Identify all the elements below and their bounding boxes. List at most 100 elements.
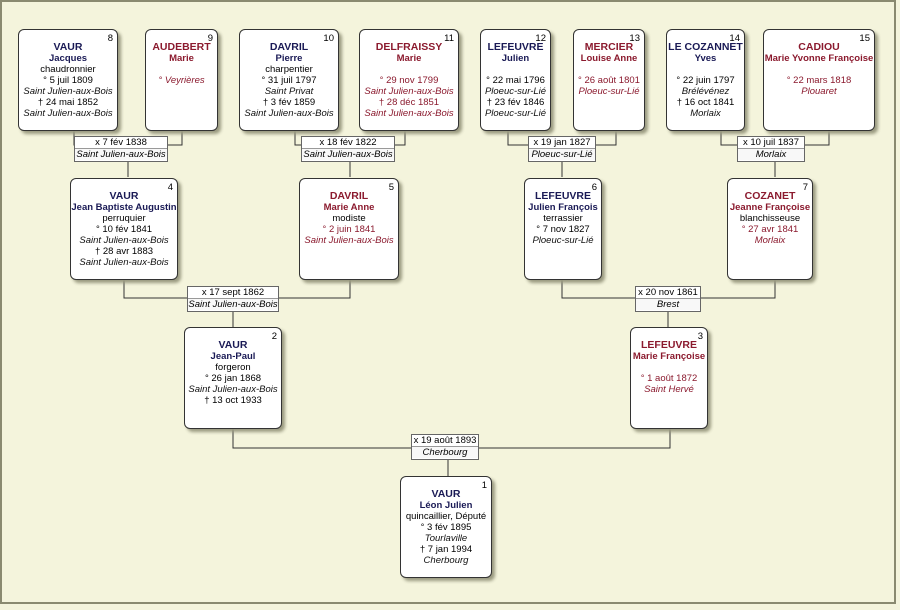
surname: LEFEUVRE bbox=[534, 190, 591, 202]
surname: MERCIER bbox=[584, 41, 634, 53]
occupation: perruquier bbox=[102, 213, 146, 224]
birth-date: ° 22 mai 1796 bbox=[486, 75, 545, 86]
occupation: blanchisseuse bbox=[739, 213, 801, 224]
birth-place: Saint Julien-aux-Bois bbox=[79, 235, 169, 246]
surname: COZANET bbox=[744, 190, 796, 202]
death-date: † 3 fév 1859 bbox=[262, 97, 316, 108]
birth-date: ° 1 août 1872 bbox=[640, 373, 698, 384]
given-name: Léon Julien bbox=[419, 500, 473, 511]
given-name: Jeanne Françoise bbox=[729, 202, 811, 213]
sosa-number: 3 bbox=[697, 331, 703, 342]
marriage-place: Brest bbox=[636, 298, 700, 310]
death-place: Morlaix bbox=[690, 108, 721, 119]
birth-date: ° 2 juin 1841 bbox=[322, 224, 376, 235]
surname: VAUR bbox=[53, 41, 83, 53]
sosa-number: 13 bbox=[629, 33, 640, 44]
given-name: Marie Yvonne Françoise bbox=[764, 53, 874, 64]
death-place: Saint Julien-aux-Bois bbox=[23, 108, 113, 119]
marriage-place: Saint Julien-aux-Bois bbox=[75, 148, 167, 160]
person-box-11[interactable]: 11 DELFRAISSY Marie ° 29 nov 1799 Saint … bbox=[359, 29, 459, 131]
birth-place: Saint Julien-aux-Bois bbox=[188, 384, 278, 395]
surname: DAVRIL bbox=[329, 190, 369, 202]
given-name: Louise Anne bbox=[580, 53, 638, 64]
death-date: † 7 jan 1994 bbox=[419, 544, 473, 555]
given-name: Pierre bbox=[275, 53, 303, 64]
birth-date: ° 27 avr 1841 bbox=[741, 224, 799, 235]
person-box-3[interactable]: 3 LEFEUVRE Marie Françoise ° 1 août 1872… bbox=[630, 327, 708, 429]
birth-date: ° 29 nov 1799 bbox=[379, 75, 439, 86]
marriage-place: Morlaix bbox=[738, 148, 804, 160]
birth-place: Ploeuc-sur-Lié bbox=[484, 86, 547, 97]
person-box-4[interactable]: 4 VAUR Jean Baptiste Augustin perruquier… bbox=[70, 178, 178, 280]
sosa-number: 2 bbox=[271, 331, 277, 342]
marriage-box-14-15[interactable]: x 10 juil 1837 Morlaix bbox=[737, 136, 805, 162]
marriage-box-6-7[interactable]: x 20 nov 1861 Brest bbox=[635, 286, 701, 312]
birth-date: ° 31 juil 1797 bbox=[261, 75, 317, 86]
sosa-number: 6 bbox=[591, 182, 597, 193]
surname: VAUR bbox=[109, 190, 139, 202]
birth-place: Plouaret bbox=[801, 86, 837, 97]
birth-place: ° Veyrières bbox=[158, 75, 205, 86]
death-place: Saint Julien-aux-Bois bbox=[364, 108, 454, 119]
marriage-box-10-11[interactable]: x 18 fév 1822 Saint Julien-aux-Bois bbox=[301, 136, 395, 162]
birth-place: Saint Julien-aux-Bois bbox=[23, 86, 113, 97]
surname: DELFRAISSY bbox=[375, 41, 443, 53]
person-box-8[interactable]: 8 VAUR Jacques chaudronnier ° 5 juil 180… bbox=[18, 29, 118, 131]
person-box-7[interactable]: 7 COZANET Jeanne Françoise blanchisseuse… bbox=[727, 178, 813, 280]
death-date: † 13 oct 1933 bbox=[204, 395, 262, 406]
person-box-14[interactable]: 14 LE COZANNET Yves ° 22 juin 1797 Brélé… bbox=[666, 29, 745, 131]
marriage-box-2-3[interactable]: x 19 août 1893 Cherbourg bbox=[411, 434, 479, 460]
birth-date: ° 7 nov 1827 bbox=[536, 224, 590, 235]
marriage-date: x 19 jan 1827 bbox=[533, 137, 591, 148]
person-box-12[interactable]: 12 LEFEUVRE Julien ° 22 mai 1796 Ploeuc-… bbox=[480, 29, 551, 131]
birth-place: Brélévénez bbox=[681, 86, 730, 97]
sosa-number: 14 bbox=[729, 33, 740, 44]
marriage-box-8-9[interactable]: x 7 fév 1838 Saint Julien-aux-Bois bbox=[74, 136, 168, 162]
sosa-number: 5 bbox=[388, 182, 394, 193]
marriage-date: x 19 août 1893 bbox=[413, 435, 477, 446]
person-box-15[interactable]: 15 CADIOU Marie Yvonne Françoise ° 22 ma… bbox=[763, 29, 875, 131]
birth-place: Saint Privat bbox=[264, 86, 314, 97]
death-place: Cherbourg bbox=[423, 555, 469, 566]
marriage-date: x 20 nov 1861 bbox=[638, 287, 698, 298]
occupation: chaudronnier bbox=[40, 64, 96, 75]
birth-date: ° 26 jan 1868 bbox=[204, 373, 262, 384]
sosa-number: 1 bbox=[481, 480, 487, 491]
person-box-6[interactable]: 6 LEFEUVRE Julien François terrassier ° … bbox=[524, 178, 602, 280]
birth-date: ° 26 août 1801 bbox=[578, 75, 640, 86]
surname: VAUR bbox=[218, 339, 248, 351]
given-name: Marie Françoise bbox=[632, 351, 706, 362]
person-box-5[interactable]: 5 DAVRIL Marie Anne modiste ° 2 juin 184… bbox=[299, 178, 399, 280]
sosa-number: 4 bbox=[167, 182, 173, 193]
occupation: modiste bbox=[332, 213, 366, 224]
given-name: Marie bbox=[169, 53, 194, 64]
person-box-2[interactable]: 2 VAUR Jean-Paul forgeron ° 26 jan 1868 … bbox=[184, 327, 282, 429]
birth-place: Saint Julien-aux-Bois bbox=[304, 235, 394, 246]
given-name: Julien bbox=[501, 53, 530, 64]
birth-place: Ploeuc-sur-Lié bbox=[532, 235, 594, 246]
marriage-date: x 18 fév 1822 bbox=[319, 137, 377, 148]
marriage-date: x 10 juil 1837 bbox=[743, 137, 799, 148]
marriage-date: x 17 sept 1862 bbox=[201, 287, 265, 298]
marriage-box-12-13[interactable]: x 19 jan 1827 Ploeuc-sur-Lié bbox=[528, 136, 596, 162]
person-box-13[interactable]: 13 MERCIER Louise Anne ° 26 août 1801 Pl… bbox=[573, 29, 645, 131]
marriage-place: Cherbourg bbox=[412, 446, 478, 458]
person-box-9[interactable]: 9 AUDEBERT Marie ° Veyrières bbox=[145, 29, 218, 131]
birth-date: ° 10 fév 1841 bbox=[95, 224, 153, 235]
surname: CADIOU bbox=[798, 41, 840, 53]
surname: LE COZANNET bbox=[668, 41, 743, 53]
occupation: quincaillier, Député bbox=[405, 511, 487, 522]
person-box-10[interactable]: 10 DAVRIL Pierre charpentier ° 31 juil 1… bbox=[239, 29, 339, 131]
marriage-box-4-5[interactable]: x 17 sept 1862 Saint Julien-aux-Bois bbox=[187, 286, 279, 312]
occupation: forgeron bbox=[215, 362, 251, 373]
given-name: Julien François bbox=[528, 202, 598, 213]
sosa-number: 10 bbox=[323, 33, 334, 44]
birth-place: Tourlaville bbox=[424, 533, 468, 544]
person-box-1[interactable]: 1 VAUR Léon Julien quincaillier, Député … bbox=[400, 476, 492, 578]
given-name: Yves bbox=[694, 53, 717, 64]
birth-date: ° 5 juil 1809 bbox=[43, 75, 93, 86]
sosa-number: 11 bbox=[444, 33, 454, 44]
sosa-number: 12 bbox=[535, 33, 546, 44]
death-date: † 28 avr 1883 bbox=[94, 246, 154, 257]
